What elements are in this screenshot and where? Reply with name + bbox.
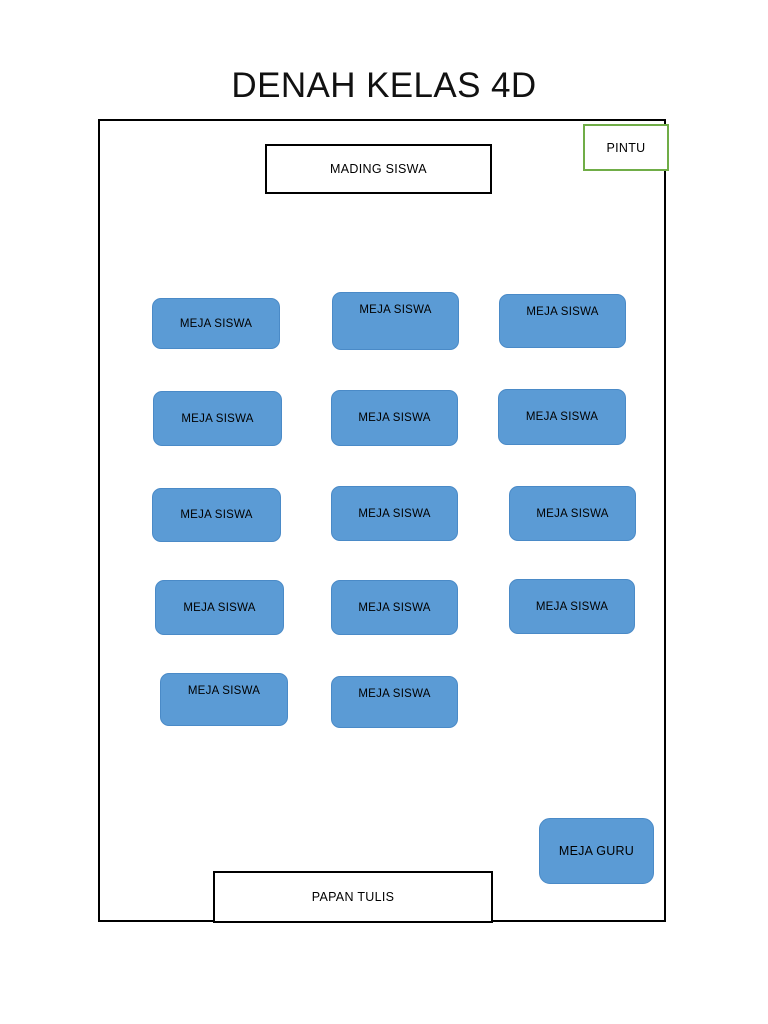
student-desk: MEJA SISWA [498,389,626,445]
student-desk: MEJA SISWA [153,391,282,446]
student-desk: MEJA SISWA [152,488,281,542]
whiteboard-label: PAPAN TULIS [311,890,395,904]
student-desk-label: MEJA SISWA [187,685,261,697]
student-desk: MEJA SISWA [331,390,458,446]
student-desk: MEJA SISWA [331,580,458,635]
student-desk: MEJA SISWA [152,298,280,349]
student-desk-label: MEJA SISWA [525,411,599,423]
whiteboard: PAPAN TULIS [213,871,493,923]
bulletin-board-label: MADING SISWA [330,162,427,176]
student-desk-label: MEJA SISWA [358,412,431,424]
student-desk: MEJA SISWA [331,676,458,728]
student-desk: MEJA SISWA [331,486,458,541]
student-desk-label: MEJA SISWA [180,509,253,521]
student-desk-label: MEJA SISWA [536,507,609,520]
student-desk-label: MEJA SISWA [181,412,254,425]
student-desk: MEJA SISWA [160,673,288,726]
student-desk: MEJA SISWA [509,579,635,634]
teacher-desk-label: MEJA GURU [558,844,635,858]
student-desk-label: MEJA SISWA [358,688,431,700]
door-label: PINTU [606,140,646,155]
student-desk: MEJA SISWA [499,294,626,348]
student-desk: MEJA SISWA [155,580,284,635]
page-title: DENAH KELAS 4D [231,66,537,105]
bulletin-board: MADING SISWA [265,144,492,194]
student-desk-label: MEJA SISWA [358,507,431,520]
door: PINTU [583,124,669,171]
student-desk-label: MEJA SISWA [179,317,253,330]
student-desk-label: MEJA SISWA [359,304,432,316]
student-desk-label: MEJA SISWA [358,601,431,614]
student-desk-label: MEJA SISWA [535,600,609,613]
student-desk-label: MEJA SISWA [183,601,256,614]
student-desk: MEJA SISWA [509,486,636,541]
student-desk-label: MEJA SISWA [526,306,599,318]
student-desk: MEJA SISWA [332,292,459,350]
teacher-desk: MEJA GURU [539,818,654,884]
